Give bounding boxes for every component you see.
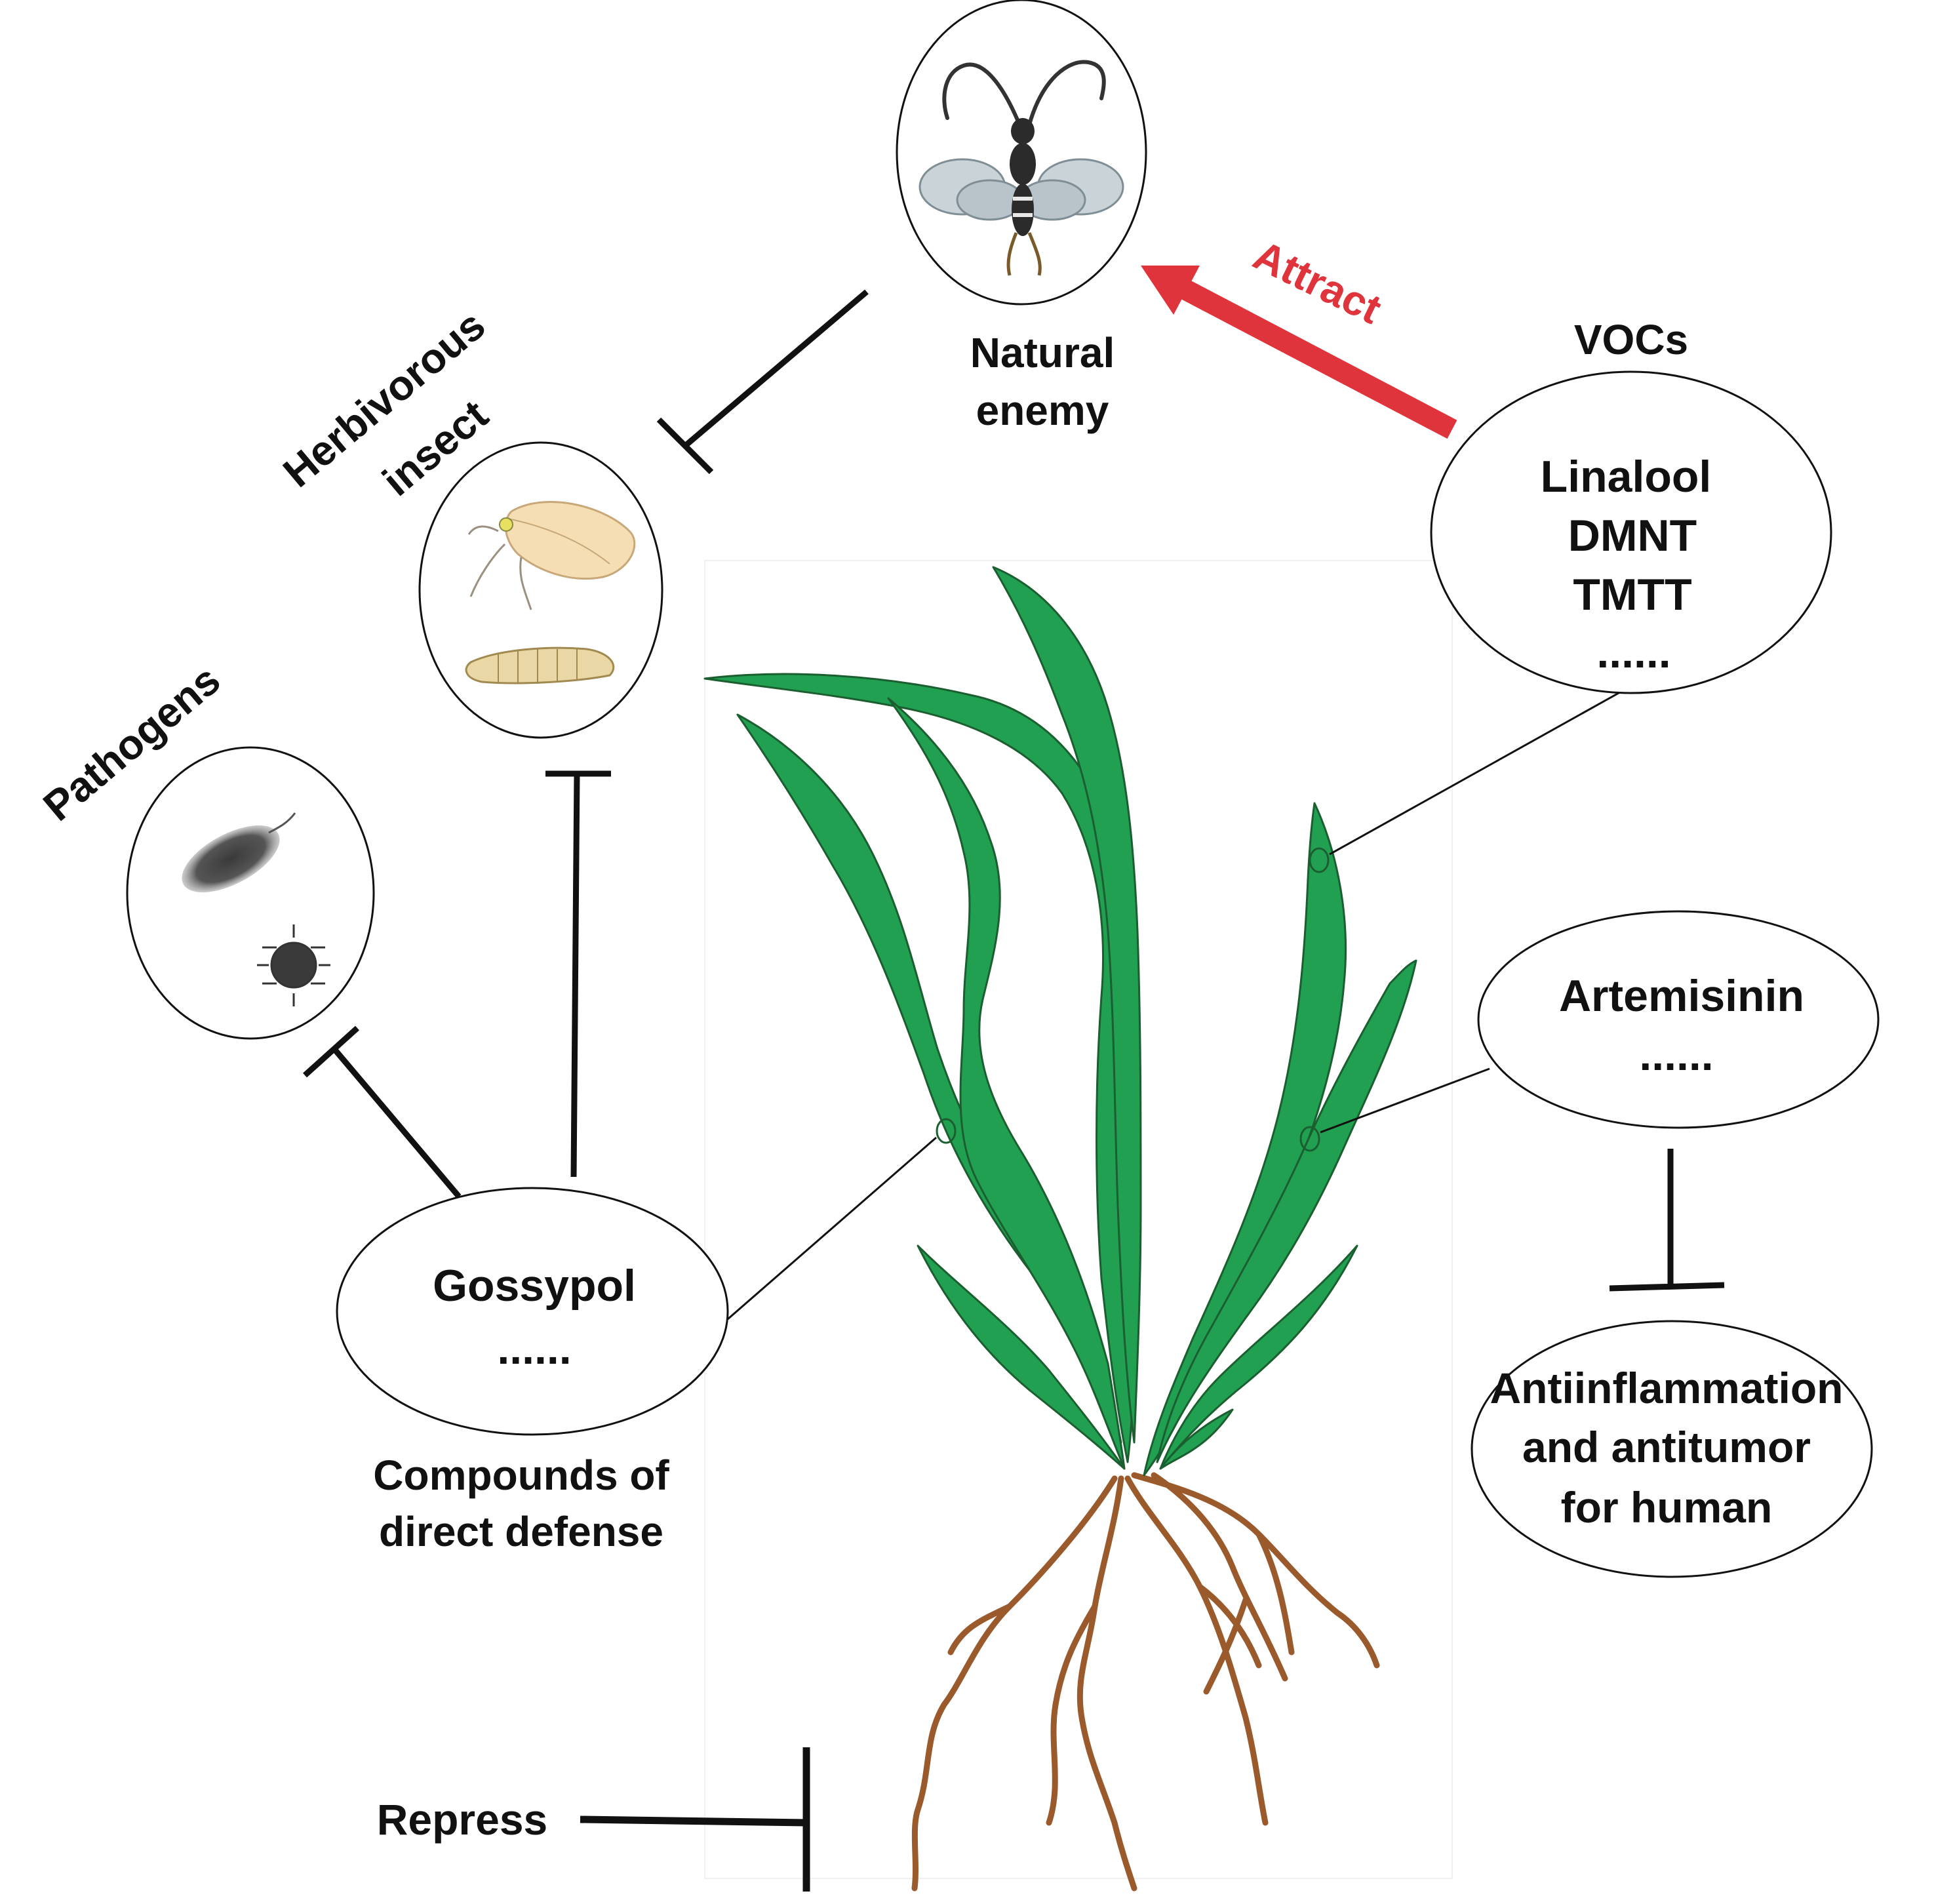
legend-repress-symbol [580, 1747, 810, 1892]
direct-defense-label-line2: direct defense [379, 1508, 663, 1555]
vocs-item-more: ...... [1596, 627, 1670, 677]
plant-leaves [703, 566, 1417, 1477]
legend-repress-label: Repress [377, 1795, 548, 1844]
vocs-title: VOCs [1574, 316, 1688, 363]
attract-arrow [1141, 266, 1457, 439]
vocs-item-linalool: Linalool [1541, 452, 1712, 502]
pathogens-ellipse [126, 746, 375, 1040]
voc-source-point [1309, 847, 1330, 873]
vocs-ellipse [1430, 370, 1832, 694]
enemy-repress-herbivore [656, 289, 869, 475]
voc-connector [1329, 688, 1625, 856]
natural-enemy-label-line1: Natural [970, 329, 1115, 376]
leaf-attachment-points [936, 847, 1330, 1152]
bacterium-icon [182, 812, 296, 893]
gossypol-repress-herbivore [545, 770, 611, 1178]
vocs-item-tmtt: TMTT [1573, 570, 1691, 620]
artemisinin-source-point [1299, 1126, 1320, 1152]
gossypol-item-more: ...... [497, 1324, 571, 1374]
wasp-icon [919, 60, 1124, 276]
attract-label: Attract [1246, 231, 1389, 333]
herbivore-ellipse [418, 441, 663, 739]
artemisinin-repress-human [1609, 1149, 1725, 1292]
plant-roots [911, 1472, 1380, 1892]
natural-enemy-label-line2: enemy [976, 387, 1109, 434]
vocs-item-dmnt: DMNT [1568, 511, 1697, 561]
artemisinin-ellipse [1477, 910, 1880, 1129]
artemisinin-item-more: ...... [1639, 1030, 1713, 1080]
human-benefit-ellipse [1471, 1320, 1873, 1578]
leafhopper-icon [467, 501, 636, 610]
gossypol-source-point [936, 1118, 957, 1144]
connector-lines [727, 688, 1625, 1320]
artemisinin-connector [1320, 1067, 1490, 1134]
human-benefit-line3: for human [1561, 1483, 1773, 1532]
virus-icon [257, 924, 330, 1006]
direct-defense-label-line1: Compounds of [373, 1452, 669, 1499]
gossypol-connector [727, 1136, 937, 1320]
gossypol-item: Gossypol [433, 1261, 636, 1311]
human-benefit-line1: Antiinflammation [1490, 1364, 1844, 1412]
gossypol-repress-pathogens [302, 1025, 462, 1199]
artemisinin-item: Artemisinin [1559, 971, 1804, 1021]
caterpillar-icon [465, 646, 615, 684]
human-benefit-line2: and antitumor [1522, 1423, 1811, 1471]
gossypol-ellipse [336, 1187, 729, 1436]
